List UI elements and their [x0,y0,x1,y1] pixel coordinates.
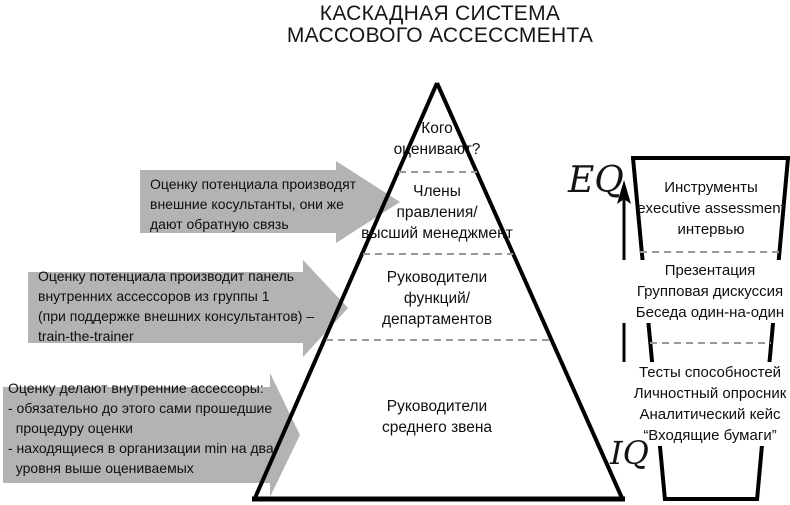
callout-arrow-3-shape [3,373,300,497]
callout-arrow-2-text: Оценку потенциала производит панель внут… [38,268,315,344]
iq-label: IQ [610,434,649,472]
diagram-title: КАСКАДНАЯ СИСТЕМА МАССОВОГО АССЕССМЕНТА [286,2,594,47]
funnel-section-1-label: Инструменты executive assessment интервь… [637,179,785,238]
callout-arrow-3-text: Оценку делают внутренние ассессоры: - об… [8,380,274,476]
funnel-section-2-label: Презентация Групповая дискуссия Беседа о… [617,260,790,323]
pyramid-level-2-label: Руководители функций/ департаментов [381,269,493,328]
callout-arrow-1-shape [140,161,400,243]
callout-arrow-2-shape [28,260,348,357]
pyramid-level-1-label: Члены правления/ высший менеджмент [361,183,513,242]
pyramid-right-edge [435,82,624,499]
eq-iq-arrow-up-head-icon [617,180,631,204]
pyramid-left-edge [253,82,439,499]
funnel-section-3-label: Тесты способностей Личностный опросник А… [617,362,790,446]
eq-label: EQ [568,160,624,201]
callout-arrow-1-text: Оценку потенциала производят внешние кос… [150,176,357,232]
pyramid-level-3-label: Руководители среднего звена [381,398,493,436]
pyramid-question-label: Кого оценивают? [393,120,481,158]
